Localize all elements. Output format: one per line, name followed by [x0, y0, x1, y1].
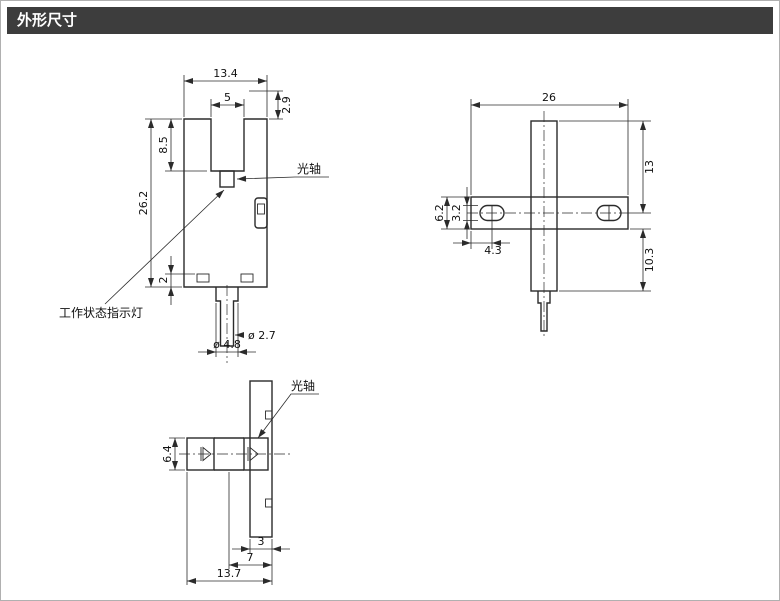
dim-label: ø 2.7 [248, 329, 276, 342]
front-indicator-window [254, 197, 268, 229]
bottom-notch-bottom [265, 498, 273, 508]
dim-label: 6.4 [161, 445, 174, 463]
dim-side-slot-height: 3.2 [450, 187, 478, 239]
front-foot-right [240, 273, 254, 283]
dim-label: 2.9 [280, 96, 293, 114]
dim-label: 2 [157, 277, 170, 284]
dim-bottom-inner-width: 7 [228, 472, 272, 569]
dim-label: 13 [643, 160, 656, 174]
dim-front-total-height: 26.2 [137, 119, 182, 288]
dim-side-axis-to-bottom: 10.3 [559, 228, 656, 292]
dim-front-slot-depth: 8.5 [145, 118, 207, 172]
dim-front-base-step: 2 [157, 256, 195, 305]
dim-label: 26 [542, 91, 556, 104]
dim-label: 7 [247, 551, 254, 564]
dim-label: ø 4.8 [213, 338, 241, 351]
dim-label: 5 [224, 91, 231, 104]
dim-front-top-step: 2.9 [249, 90, 293, 120]
front-body-outline [183, 118, 268, 288]
dim-label: 3 [258, 535, 265, 548]
front-view: 13.4 5 2.9 8.5 [59, 67, 329, 363]
dim-front-total-width: 13.4 [183, 67, 268, 117]
front-optical-axis-callout: 光轴 [236, 161, 329, 182]
bottom-arm-connectors [214, 437, 244, 471]
dim-side-plate-width: 26 [470, 91, 629, 195]
front-foot-left [196, 273, 210, 283]
bottom-optical-axis-callout: 光轴 [257, 378, 319, 439]
side-cable-stem [537, 291, 551, 332]
dim-label: 6.2 [433, 204, 446, 222]
dim-label: 4.3 [484, 244, 502, 257]
dim-label: 3.2 [450, 204, 463, 222]
dim-label: 10.3 [643, 248, 656, 273]
optical-axis-label: 光轴 [291, 378, 315, 393]
dim-side-slot-offset: 4.3 [453, 221, 510, 257]
dim-side-top-to-axis: 13 [559, 120, 656, 214]
dim-label: 13.7 [217, 567, 242, 580]
dim-label: 8.5 [157, 136, 170, 154]
front-optical-element [219, 170, 235, 188]
dim-bottom-bar-height: 6.4 [161, 437, 185, 471]
side-view: 26 13 10.3 6.2 [433, 91, 656, 337]
dim-label: 26.2 [137, 191, 150, 216]
bottom-notch-top [265, 410, 273, 420]
dim-front-bushing-diameter: ø 4.8 [198, 303, 256, 357]
bottom-view: 6.4 3 7 13.7 [161, 378, 319, 585]
front-indicator-led [257, 203, 265, 215]
dim-bottom-bar-width: 3 [232, 535, 290, 585]
dim-front-cable-diameter: ø 2.7 [235, 329, 276, 342]
indicator-label: 工作状态指示灯 [59, 305, 143, 320]
section-title: 外形尺寸 [7, 7, 773, 34]
dim-bottom-total-depth: 13.7 [186, 472, 272, 585]
dim-front-slot-width: 5 [210, 91, 245, 117]
front-indicator-callout: 工作状态指示灯 [59, 189, 225, 320]
side-mounting-slot-left [479, 204, 505, 222]
optical-axis-label: 光轴 [297, 161, 321, 176]
bottom-body-bar [249, 380, 273, 538]
dim-label: 13.4 [213, 67, 238, 80]
